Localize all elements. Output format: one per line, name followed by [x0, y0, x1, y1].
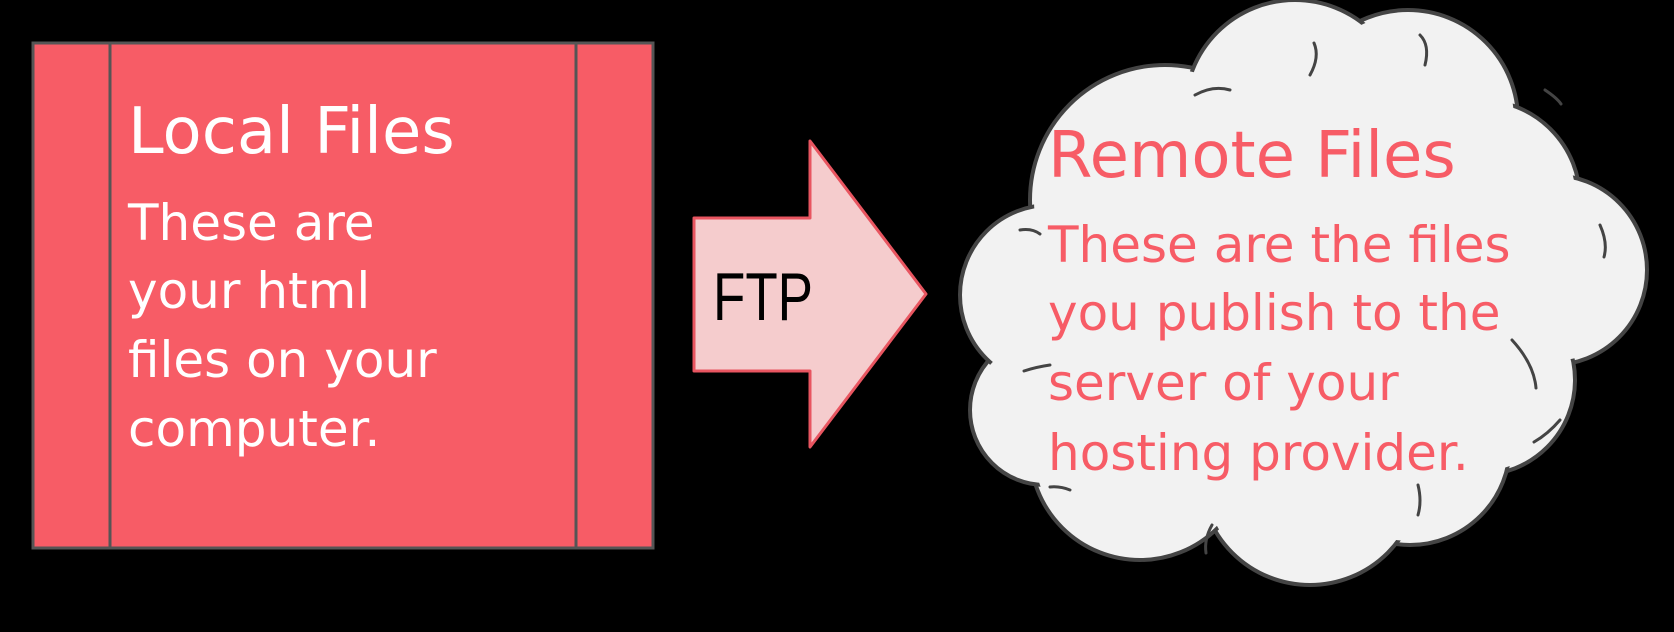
- local-files-line: files on your: [128, 331, 437, 389]
- remote-files-cloud: Remote Files These are the files you pub…: [958, 0, 1649, 587]
- cloud-shape: [958, 0, 1649, 587]
- ftp-arrow-label: FTP: [713, 259, 813, 335]
- local-box-body: [31, 41, 655, 550]
- remote-files-line: you publish to the: [1048, 284, 1501, 342]
- ftp-arrow-shape: [692, 139, 928, 449]
- remote-files-title: Remote Files: [1048, 119, 1456, 193]
- local-files-line: computer.: [128, 400, 380, 458]
- local-files-line: These are: [127, 194, 375, 252]
- remote-files-line: server of your: [1048, 354, 1399, 412]
- local-files-line: your html: [128, 262, 370, 320]
- local-files-title: Local Files: [128, 95, 455, 169]
- remote-files-line: These are the files: [1047, 216, 1511, 274]
- local-files-box: Local Files These are your html files on…: [31, 41, 655, 550]
- remote-files-line: hosting provider.: [1048, 424, 1469, 482]
- ftp-arrow: FTP: [692, 139, 928, 449]
